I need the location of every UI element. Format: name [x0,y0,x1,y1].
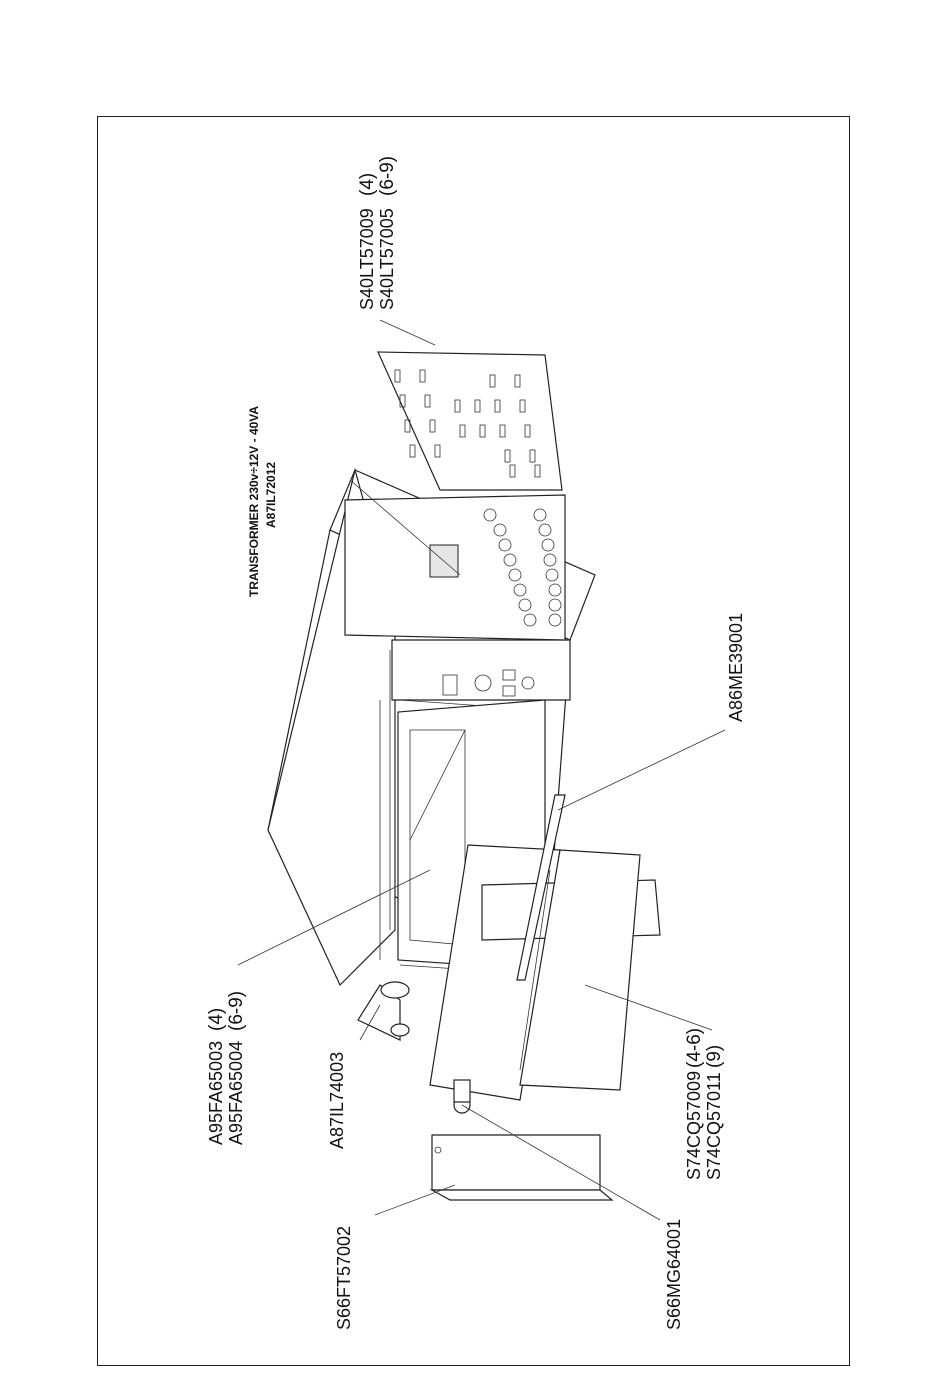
label-s66ft57002: S66FT57002 [334,1226,354,1330]
label-s66mg64001: S66MG64001 [664,1219,684,1330]
label-transformer-code: A87IL72012 [264,462,278,528]
top-panel [378,352,562,490]
label-s74cq57011-qty: (9) [704,1045,725,1068]
label-a86me39001: A86ME39001 [726,613,746,722]
label-a95fa65003: A95FA65003 [206,1041,226,1145]
label-s40lt57009-qty: (4) [357,173,378,196]
label-a95fa65004: A95FA65004 [226,1041,246,1145]
label-s40lt57009: S40LT57009 [357,208,377,310]
label-s40lt57005: S40LT57005 [377,208,397,310]
foot-part [432,1135,612,1200]
label-s74cq57009-qty: (4-6) [684,1028,705,1068]
rear-panel [345,495,565,640]
label-a95fa65004-qty: (6-9) [226,991,247,1031]
label-transformer-title: TRANSFORMER 230v÷12V - 40VA [247,406,261,597]
label-s74cq57009: S74CQ57009 [684,1071,704,1180]
label-a87il74003: A87IL74003 [327,1052,347,1149]
label-s74cq57011: S74CQ57011 [704,1072,724,1180]
label-s40lt57005-qty: (6-9) [377,156,398,196]
label-a95fa65003-qty: (4) [206,1008,227,1031]
lamp-holder [358,982,409,1040]
control-panel [392,640,570,700]
